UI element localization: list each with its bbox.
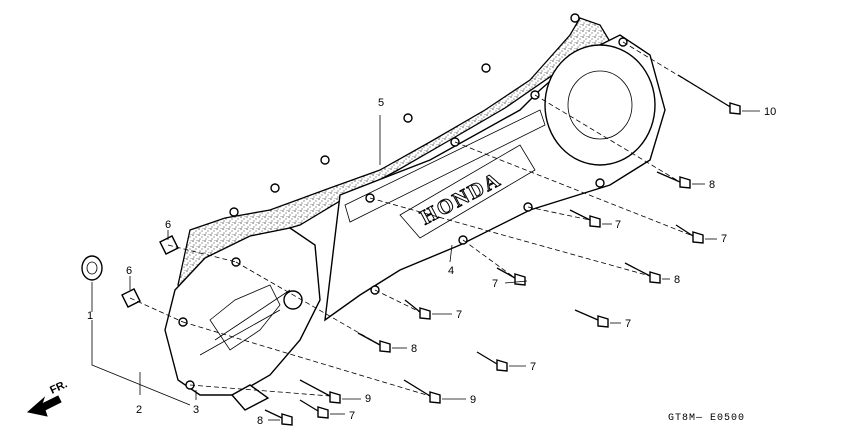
outer-cover — [164, 227, 321, 411]
callout-7-g: 7 — [349, 410, 355, 422]
callout-ticks — [268, 110, 760, 421]
front-arrow: FR. — [26, 378, 69, 417]
callout-7-e: 7 — [625, 318, 631, 330]
callout-8-a: 8 — [709, 179, 715, 191]
collar — [81, 255, 103, 281]
callout-6-upper: 6 — [165, 219, 171, 231]
callout-9-b: 9 — [470, 394, 476, 406]
bolts — [264, 74, 741, 426]
callout-1: 1 — [87, 310, 93, 322]
callout-7-d: 7 — [456, 309, 462, 321]
callout-8-d: 8 — [257, 415, 263, 427]
drawing-code: GT8M— E0500 — [668, 413, 745, 424]
callout-8-b: 8 — [674, 274, 680, 286]
callouts: 1 2 3 4 5 6 6 7 7 7 7 7 7 7 8 8 8 8 9 9 … — [87, 97, 776, 427]
callout-9-a: 9 — [365, 393, 371, 405]
callout-10: 10 — [764, 106, 776, 118]
callout-4: 4 — [448, 265, 454, 277]
callout-7-c: 7 — [492, 278, 498, 290]
callout-6-lower: 6 — [126, 265, 132, 277]
callout-7-f: 7 — [530, 361, 536, 373]
callout-7-a: 7 — [615, 219, 621, 231]
callout-3: 3 — [193, 404, 199, 416]
callout-8-c: 8 — [411, 343, 417, 355]
dowel-pin-lower — [121, 288, 141, 308]
leader-lines — [91, 41, 733, 406]
callout-5: 5 — [378, 97, 384, 109]
callout-2: 2 — [136, 404, 142, 416]
front-label: FR. — [48, 378, 69, 396]
crankcase-cover: HONDA — [324, 34, 666, 322]
callout-7-b: 7 — [721, 233, 727, 245]
